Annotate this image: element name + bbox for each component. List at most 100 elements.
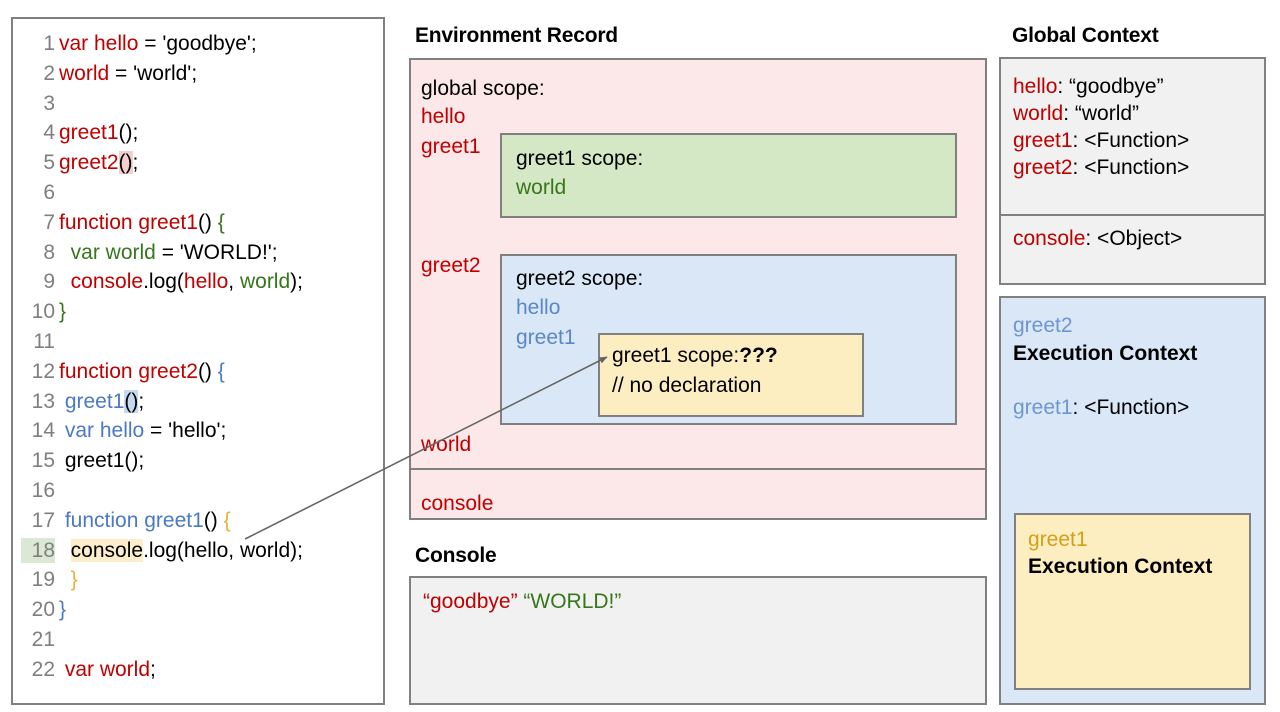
- code-token: ();: [118, 121, 139, 145]
- greet1-inner-scope-line: greet1 scope:???: [612, 343, 778, 369]
- code-line-number[interactable]: 16: [31, 479, 55, 502]
- code-token: );: [290, 270, 303, 294]
- code-token: var hello: [59, 419, 145, 443]
- code-line-text[interactable]: world = 'world';: [59, 61, 197, 86]
- code-token: (): [118, 151, 133, 175]
- code-token: function greet1: [59, 210, 198, 234]
- greet2-scope-label: greet2 scope:: [516, 267, 644, 290]
- greet1-context-heading: Execution Context: [1028, 555, 1213, 578]
- code-line-number[interactable]: 2: [43, 61, 55, 85]
- code-token: }: [59, 568, 78, 592]
- global-scope-label: global scope:: [421, 77, 545, 100]
- greet1-execution-context-box: greet1 Execution Context: [1014, 513, 1251, 690]
- greet1-scope-label: greet1 scope:: [516, 147, 644, 170]
- code-line-text[interactable]: var hello = 'hello';: [59, 418, 227, 443]
- code-line-text[interactable]: }: [59, 567, 78, 592]
- code-line-number[interactable]: 22: [31, 657, 55, 681]
- code-token: (): [203, 508, 224, 532]
- code-token: (): [124, 389, 139, 413]
- code-line-text[interactable]: greet1();: [59, 120, 138, 145]
- greet2-context-binding-greet1: greet1: <Function>: [1013, 396, 1190, 419]
- code-token: function greet2: [59, 359, 198, 383]
- console-output-line: “goodbye” “WORLD!”: [423, 590, 621, 614]
- code-line-number[interactable]: 14: [31, 419, 55, 443]
- greet1-inner-scope-label: greet1 scope:: [612, 344, 740, 367]
- code-line-number[interactable]: 18: [21, 537, 55, 563]
- code-token: = 'WORLD!';: [155, 240, 278, 264]
- code-line-text[interactable]: function greet2() {: [59, 359, 225, 384]
- code-token: greet2: [59, 151, 119, 175]
- code-line-text[interactable]: console.log(hello, world);: [59, 269, 303, 294]
- code-token: }: [59, 300, 67, 324]
- code-line-number[interactable]: 19: [31, 568, 55, 592]
- code-line-number[interactable]: 11: [33, 330, 55, 353]
- code-line-text[interactable]: var hello = 'goodbye';: [59, 31, 257, 56]
- code-line-number[interactable]: 21: [31, 628, 55, 651]
- binding-name: hello: [1013, 75, 1058, 98]
- code-token: }: [59, 598, 67, 622]
- code-line-number[interactable]: 4: [43, 121, 55, 145]
- greet2-context-name: greet2: [1013, 314, 1073, 337]
- code-line-text[interactable]: console.log(hello, world);: [59, 538, 303, 563]
- code-line-text[interactable]: function greet1() {: [59, 210, 225, 235]
- code-token: .log(hello, world);: [143, 538, 303, 562]
- code-token: (): [197, 210, 218, 234]
- code-line-text[interactable]: greet2();: [59, 150, 138, 175]
- global-context-panel: hello: “goodbye”world: “world”greet1: <F…: [999, 57, 1266, 285]
- code-token: world: [59, 61, 110, 85]
- code-line-number[interactable]: 1: [43, 32, 55, 55]
- global-binding-greet1: greet1: [421, 135, 481, 158]
- binding-value: : “world”: [1063, 102, 1140, 125]
- code-token: console: [59, 270, 144, 294]
- code-token: world: [239, 270, 291, 294]
- code-line-text[interactable]: }: [59, 299, 66, 324]
- code-line-text[interactable]: greet1();: [59, 389, 144, 414]
- greet1-inner-scope-unknown: ???: [739, 344, 778, 367]
- code-token: ;: [150, 657, 156, 681]
- code-line-text[interactable]: }: [59, 597, 66, 622]
- console-title: Console: [415, 544, 497, 567]
- code-token: function greet1: [59, 508, 204, 532]
- code-line-number[interactable]: 10: [31, 300, 55, 324]
- binding-value: : <Function>: [1072, 156, 1190, 179]
- code-token: = 'world';: [109, 61, 198, 85]
- code-line-number[interactable]: 6: [43, 181, 55, 204]
- code-line-number[interactable]: 8: [43, 240, 55, 264]
- code-line-number[interactable]: 15: [31, 449, 55, 473]
- greet1-inner-scope-box: greet1 scope:??? // no declaration: [598, 333, 864, 417]
- code-line-number[interactable]: 17: [31, 508, 55, 532]
- greet1-scope-binding-world: world: [516, 176, 567, 199]
- code-token: var hello: [59, 32, 139, 55]
- global-context-title: Global Context: [1012, 24, 1159, 47]
- code-line-text[interactable]: function greet1() {: [59, 508, 231, 533]
- binding-value: : <Object>: [1085, 227, 1183, 250]
- binding-name: greet2: [1013, 156, 1073, 179]
- binding-name: greet1: [1013, 129, 1073, 152]
- global-binding-hello: hello: [421, 105, 466, 128]
- global-context-binding-row: world: “world”: [1013, 100, 1189, 127]
- code-line-text[interactable]: var world;: [59, 657, 156, 682]
- code-line-number[interactable]: 3: [43, 91, 55, 115]
- code-line-text[interactable]: var world = 'WORLD!';: [59, 240, 278, 265]
- greet1-context-name: greet1: [1028, 528, 1088, 551]
- environment-record-title: Environment Record: [415, 24, 618, 47]
- code-line-number[interactable]: 9: [43, 270, 55, 294]
- greet2-context-binding-name: greet1: [1013, 396, 1073, 419]
- code-line-number[interactable]: 7: [43, 210, 55, 234]
- code-line-number[interactable]: 12: [31, 359, 55, 383]
- code-token: var world: [59, 240, 156, 264]
- code-line-number[interactable]: 5: [43, 151, 55, 175]
- console-output-value: “WORLD!”: [517, 590, 622, 613]
- global-context-divider: [999, 214, 1266, 216]
- greet2-scope-binding-hello: hello: [516, 296, 561, 319]
- code-line-number[interactable]: 20: [31, 598, 55, 622]
- code-line-number[interactable]: 13: [31, 389, 55, 413]
- code-token: var world: [59, 657, 151, 681]
- code-line-text[interactable]: greet1();: [59, 448, 144, 473]
- global-context-bindings: hello: “goodbye”world: “world”greet1: <F…: [1013, 73, 1189, 181]
- global-context-builtin: console: <Object>: [1013, 225, 1182, 252]
- global-binding-greet2: greet2: [421, 254, 481, 277]
- greet2-scope-binding-greet1: greet1: [516, 326, 576, 349]
- code-token: [59, 539, 71, 562]
